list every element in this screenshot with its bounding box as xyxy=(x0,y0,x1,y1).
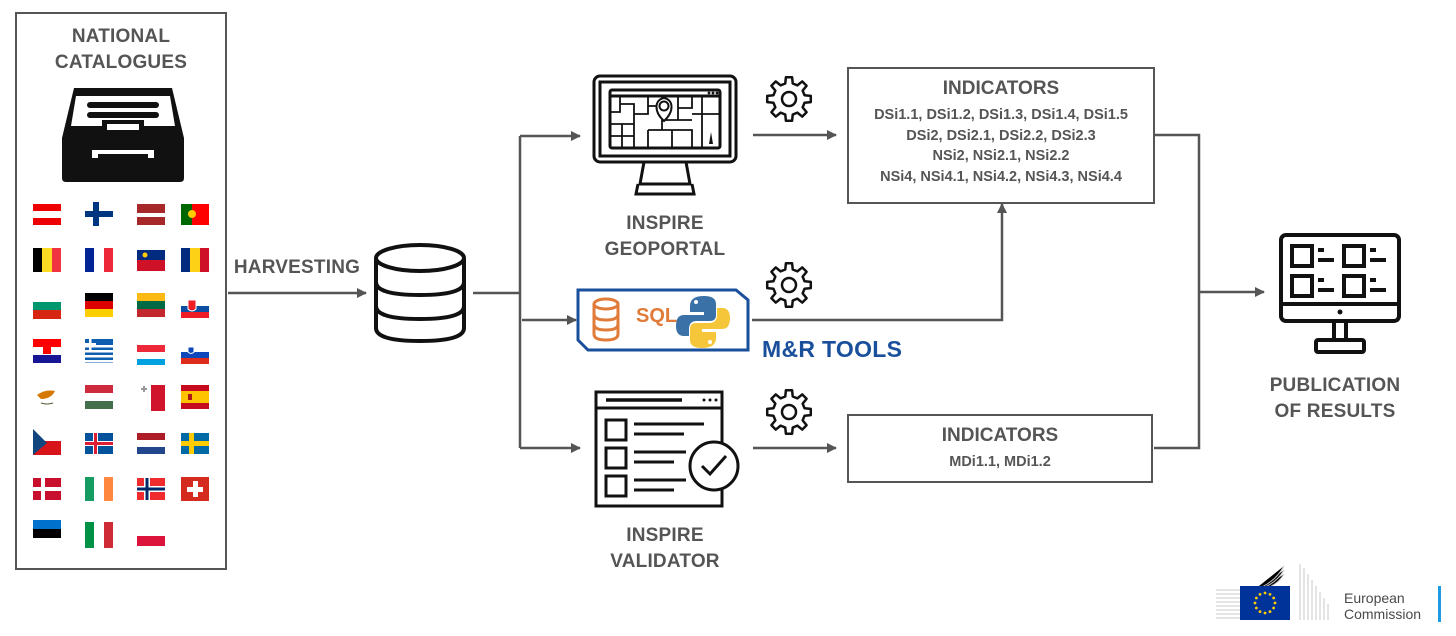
eu-star-icon xyxy=(1254,606,1258,610)
flag-lithuania-icon xyxy=(137,293,165,317)
eu-star-icon xyxy=(1273,601,1277,605)
publication-of-results-label: PUBLICATION OF RESULTS xyxy=(1250,373,1420,425)
inspire-geoportal-map-monitor-icon xyxy=(592,74,738,196)
flag-bulgaria-icon xyxy=(33,302,61,319)
eu-star-icon xyxy=(1263,611,1267,615)
indicators-box-bottom: INDICATORS MDi1.1, MDi1.2 xyxy=(847,414,1153,483)
mr-to-indicators-arrow xyxy=(752,203,1007,322)
eu-star-icon xyxy=(1268,592,1272,596)
flag-cyprus-icon xyxy=(37,390,55,405)
ec-logo-text: European Commission xyxy=(1344,590,1421,622)
ec-logo-accent-bar xyxy=(1438,586,1441,622)
flag-germany-icon xyxy=(85,293,113,317)
top-indicators-out-line xyxy=(1154,133,1201,450)
flag-malta-icon xyxy=(141,385,165,411)
geoportal-label-line-1: INSPIRE xyxy=(626,213,704,234)
flag-czechia-icon xyxy=(33,429,61,455)
indicator-line: DSi1.1, DSi1.2, DSi1.3, DSi1.4, DSi1.5 xyxy=(874,107,1128,123)
harvesting-label: HARVESTING xyxy=(233,257,361,278)
indicator-line: NSi4, NSi4.1, NSi4.2, NSi4.3, NSi4.4 xyxy=(880,168,1122,185)
flag-finland-icon xyxy=(85,200,113,228)
database-icon xyxy=(374,243,466,344)
card-catalog-drawer-icon xyxy=(62,88,184,182)
flag-hungary-icon xyxy=(85,385,113,409)
mr-tools-box xyxy=(576,288,750,352)
indicator-line: NSi2, NSi2.1, NSi2.2 xyxy=(932,148,1070,164)
european-commission-logo xyxy=(1216,564,1329,620)
eu-star-icon xyxy=(1253,601,1257,605)
sql-database-icon xyxy=(592,297,620,342)
flag-romania-icon xyxy=(181,248,209,272)
indicators-box-top: INDICATORS DSi1.1, DSi1.2, DSi1.3, DSi1.… xyxy=(847,67,1155,204)
eu-star-icon xyxy=(1263,591,1267,595)
mr-tools-label: M&R TOOLS xyxy=(762,336,903,362)
indicators-title: INDICATORS xyxy=(941,425,1059,446)
flag-norway-icon xyxy=(137,478,165,500)
eu-star-icon xyxy=(1258,592,1262,596)
flag-greece-icon xyxy=(85,339,113,363)
indicator-line: MDi1.1, MDi1.2 xyxy=(949,454,1051,470)
flag-slovenia-icon xyxy=(181,346,209,364)
inspire-validator-checklist-icon xyxy=(594,390,740,508)
ec-line-1: European xyxy=(1344,590,1405,606)
flag-france-icon xyxy=(85,248,113,272)
eu-star-icon xyxy=(1272,596,1276,600)
eu-star-icon xyxy=(1258,610,1262,614)
flag-luxembourg-icon xyxy=(137,345,165,365)
flag-estonia-icon xyxy=(33,520,61,538)
sql-text: SQL xyxy=(636,305,678,327)
flag-netherlands-icon xyxy=(137,433,165,454)
validator-label-line-2: VALIDATOR xyxy=(610,551,720,572)
gear-icon xyxy=(765,75,813,123)
eu-star-icon xyxy=(1254,596,1258,600)
gear-icon xyxy=(765,388,813,436)
ec-line-2: Commission xyxy=(1344,606,1422,622)
flag-austria-icon xyxy=(33,200,61,228)
flag-sweden-icon xyxy=(181,433,209,454)
inspire-validator-label: INSPIRE VALIDATOR xyxy=(580,523,750,575)
flag-latvia-icon xyxy=(137,204,165,225)
flag-slovakia-icon xyxy=(181,299,209,318)
flag-croatia-icon xyxy=(33,339,61,363)
national-catalogues-title: NATIONAL CATALOGUES xyxy=(15,24,227,76)
validator-label-line-1: INSPIRE xyxy=(626,525,704,546)
flag-denmark-icon xyxy=(33,478,61,500)
geoportal-label-line-2: GEOPORTAL xyxy=(604,239,726,260)
inspire-geoportal-label: INSPIRE GEOPORTAL xyxy=(580,211,750,263)
flag-portugal-icon xyxy=(181,204,209,225)
flag-switzerland-icon xyxy=(181,477,209,501)
publication-label-line-1: PUBLICATION xyxy=(1269,375,1401,396)
national-catalogues-box xyxy=(15,12,227,570)
flag-poland-icon xyxy=(137,526,165,546)
flag-iceland-icon xyxy=(85,433,113,454)
eu-star-icon xyxy=(1272,606,1276,610)
indicators-title: INDICATORS xyxy=(942,78,1060,99)
flag-belgium-icon xyxy=(33,248,61,272)
flag-liechtenstein-icon xyxy=(137,250,165,271)
flag-spain-icon xyxy=(181,385,209,409)
python-logo-icon xyxy=(676,296,730,348)
flag-italy-icon xyxy=(85,522,113,548)
title-line-2: CATALOGUES xyxy=(54,52,188,73)
eu-flag-icon xyxy=(1240,586,1290,620)
indicator-line: DSi2, DSi2.1, DSi2.2, DSi2.3 xyxy=(906,127,1096,144)
title-line-1: NATIONAL xyxy=(71,26,171,47)
eu-star-icon xyxy=(1268,610,1272,614)
gear-icon xyxy=(765,261,813,309)
publication-dashboard-monitor-icon xyxy=(1279,233,1401,354)
publication-label-line-2: OF RESULTS xyxy=(1274,401,1396,422)
flag-ireland-icon xyxy=(85,477,113,501)
